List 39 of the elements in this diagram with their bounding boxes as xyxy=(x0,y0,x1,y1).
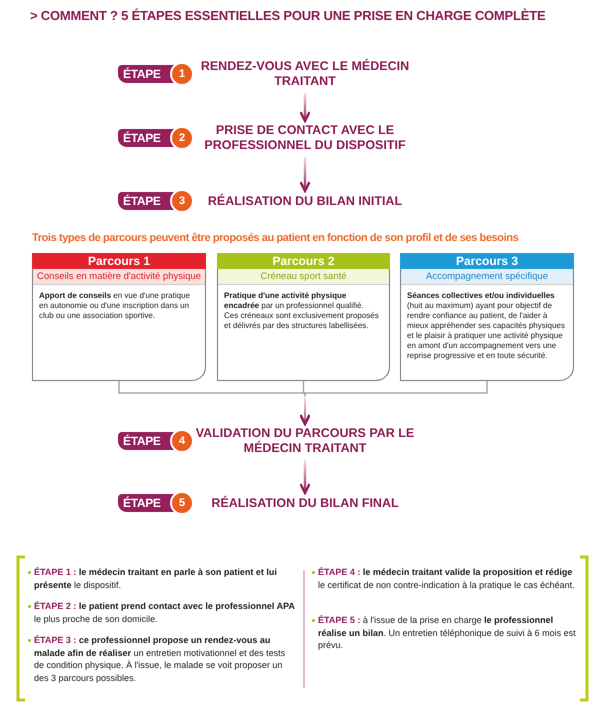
step-number: 1 xyxy=(170,62,194,86)
card-text: Pratique d'une activité physique encadrée par un professionnel qualifié. xyxy=(224,291,365,311)
step-number: 4 xyxy=(170,429,194,453)
heading: > COMMENT ? 5 ÉTAPES ESSENTIELLES POUR UNE PRISE EN CHARGE COMPLÈTE xyxy=(30,8,546,23)
step-word: ÉTAPE xyxy=(123,434,161,448)
step-word: ÉTAPE xyxy=(123,496,161,510)
step-title: RÉALISATION DU BILAN FINAL xyxy=(210,496,400,510)
path-card xyxy=(217,253,390,381)
step-title: RENDEZ-VOUS AVEC LE MÉDECIN TRAITANT xyxy=(200,59,410,89)
step-title: RÉALISATION DU BILAN INITIAL xyxy=(206,194,404,208)
path-card xyxy=(32,253,206,381)
card-text: Ces créneaux sont exclusivement proposés et délivrés par des structures labellisées. xyxy=(224,311,380,331)
step-note: ÉTAPE 2 : le patient prend contact avec le professionnel APA le plus proche de son domicile. xyxy=(34,600,296,625)
arrow xyxy=(299,157,311,192)
arrow xyxy=(299,93,311,122)
arrow xyxy=(299,381,488,426)
step-number: 2 xyxy=(170,126,194,150)
step-word: ÉTAPE xyxy=(123,194,161,208)
step-word: ÉTAPE xyxy=(123,67,161,81)
card-header: Parcours 1 xyxy=(32,253,206,269)
card-subtitle: Accompagnement spécifique xyxy=(401,269,573,285)
card-subtitle: Créneau sport santé xyxy=(218,269,389,285)
path-card xyxy=(400,253,574,381)
step-word: ÉTAPE xyxy=(123,131,161,145)
card-header: Parcours 3 xyxy=(400,253,574,269)
card-subtitle: Conseils en matière d'activité physique xyxy=(33,269,205,285)
arrow xyxy=(299,460,311,494)
step-note: ÉTAPE 3 : ce professionnel propose un rendez-vous au malade afin de réaliser un entretien motivationnel et des tests de condition physique. À l'issue, le malade se voit proposer un des 3 parcours possibles. xyxy=(34,634,286,684)
card-header: Parcours 2 xyxy=(217,253,390,269)
step-title: PRISE DE CONTACT AVEC LE PROFESSIONNEL DU DISPOSITIF xyxy=(203,123,407,153)
step-note: ÉTAPE 4 : le médecin traitant valide la proposition et rédige le certificat de non contre-indication à la pratique le cas échéant. xyxy=(318,566,576,591)
step-title: VALIDATION DU PARCOURS PAR LE MÉDECIN TRAITANT xyxy=(194,426,416,456)
card-text: Séances collectives et/ou individuelles (huit au maximum) ayant pour objectif de rendre confiance au patient, de l'aider à mieux appréhender ses capacités physiques et le plaisir à pratiquer une activité physique en amont d'un accompagnement vers une reprise progressive et en toute sécurité. xyxy=(407,291,566,361)
step-number: 3 xyxy=(170,189,194,213)
step-note: ÉTAPE 1 : le médecin traitant en parle à son patient et lui présente le dispositif. xyxy=(34,566,278,591)
step-number: 5 xyxy=(170,491,194,515)
step-note: ÉTAPE 5 : à l'issue de la prise en charge le professionnel réalise un bilan. Un entretien téléphonique de suivi à 6 mois est prévu. xyxy=(318,614,576,652)
card-text: Apport de conseils en vue d'une pratique en autonomie ou d'une inscription dans un club ou une association sportive. xyxy=(39,291,191,321)
subheading: Trois types de parcours peuvent être proposés au patient en fonction de son profil et de ses besoins xyxy=(32,232,518,244)
